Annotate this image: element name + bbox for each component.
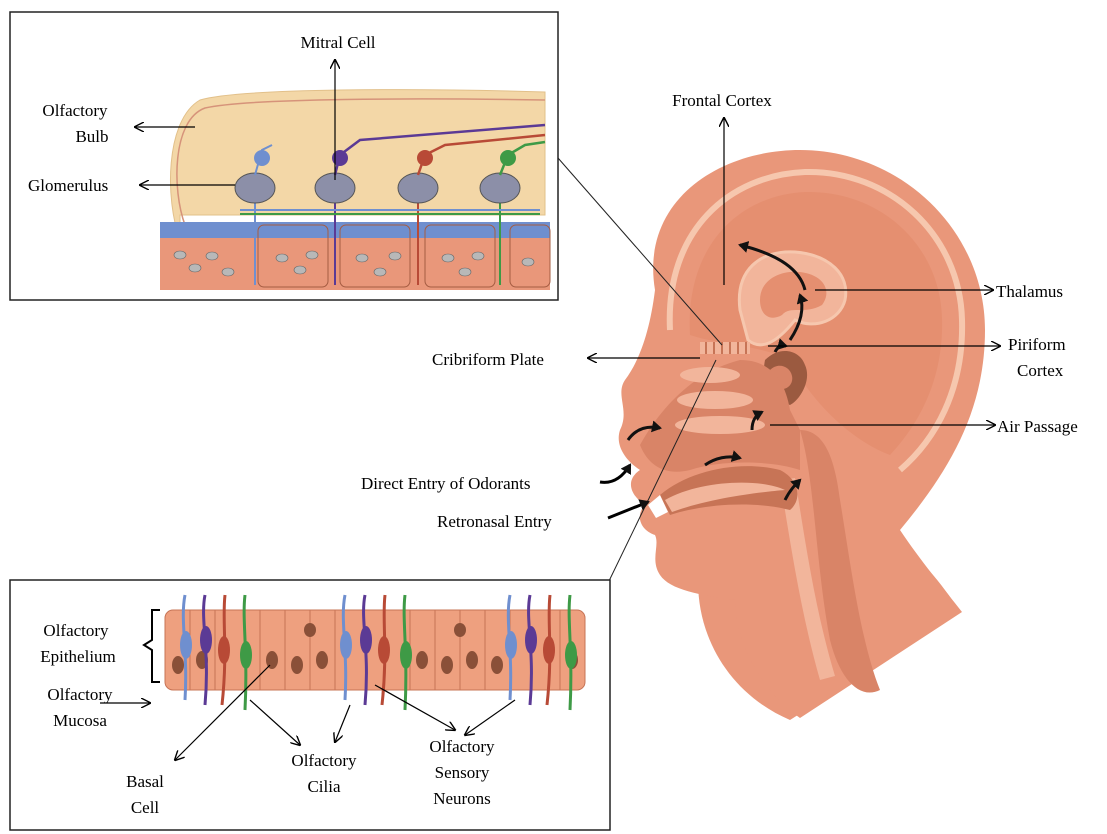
label-direct-entry: Direct Entry of Odorants [361,474,530,493]
cribriform-plate [700,342,750,354]
label-osn-line1: Olfactory [429,737,495,756]
label-olfactory-cilia-line1: Olfactory [291,751,357,770]
label-piriform-cortex-line2: Cortex [1017,361,1064,380]
label-osn-line3: Neurons [433,789,491,808]
label-olfactory-cilia-line2: Cilia [307,777,341,796]
label-olfactory-bulb-line2: Bulb [75,127,108,146]
label-cribriform-plate: Cribriform Plate [432,350,544,369]
label-piriform-cortex-line1: Piriform [1008,335,1066,354]
olfactory-bulb-inset [10,12,558,300]
label-thalamus: Thalamus [996,282,1063,301]
label-frontal-cortex: Frontal Cortex [672,91,772,110]
label-mitral-cell: Mitral Cell [300,33,375,52]
label-air-passage: Air Passage [997,417,1078,436]
label-olfactory-mucosa-line2: Mucosa [53,711,107,730]
head-illustration [619,150,985,720]
label-olfactory-mucosa-line1: Olfactory [47,685,113,704]
label-glomerulus: Glomerulus [28,176,108,195]
label-olfactory-epithelium-line1: Olfactory [43,621,109,640]
label-osn-line2: Sensory [435,763,490,782]
label-basal-cell-line2: Cell [131,798,160,817]
label-retronasal-entry: Retronasal Entry [437,512,552,531]
label-olfactory-bulb-line1: Olfactory [42,101,108,120]
label-olfactory-epithelium-line2: Epithelium [40,647,116,666]
label-basal-cell-line1: Basal [126,772,164,791]
